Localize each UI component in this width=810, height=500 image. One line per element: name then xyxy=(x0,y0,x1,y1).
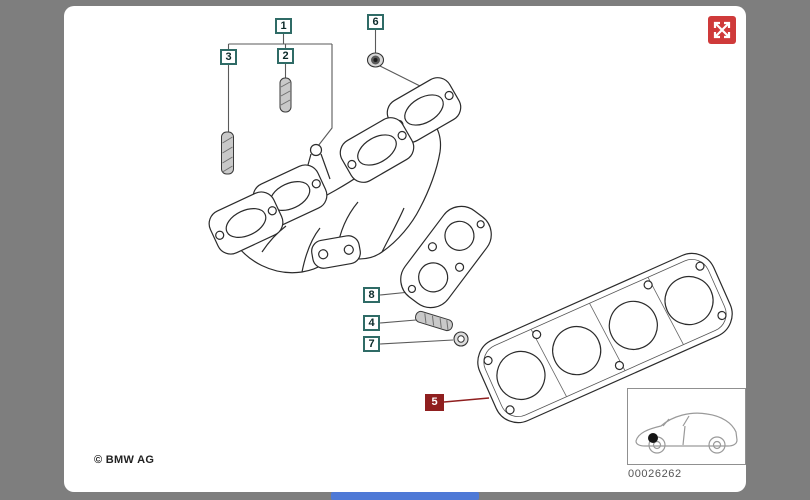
manifold-port-flange xyxy=(386,77,462,143)
callout-7[interactable]: 7 xyxy=(363,336,380,352)
callout-4[interactable]: 4 xyxy=(363,315,380,331)
callout-2[interactable]: 2 xyxy=(277,48,294,64)
small-gasket-drawing xyxy=(400,205,492,309)
callout-8[interactable]: 8 xyxy=(363,287,380,303)
manifold-port-flange xyxy=(208,191,284,255)
expand-button[interactable] xyxy=(708,16,736,44)
manifold-outlet-flange xyxy=(311,235,361,269)
exhaust-gasket-drawing xyxy=(477,252,733,424)
nut-7 xyxy=(453,331,469,347)
stud-4 xyxy=(414,310,454,332)
horizontal-scrollbar-thumb[interactable] xyxy=(331,492,479,500)
callout-5-highlighted[interactable]: 5 xyxy=(425,394,444,411)
exhaust-manifold-drawing xyxy=(208,77,462,274)
copyright-notice: © BMW AG xyxy=(94,454,155,466)
stud-3 xyxy=(221,131,234,175)
diagram-number: 00026262 xyxy=(628,468,682,480)
callout-1[interactable]: 1 xyxy=(275,18,292,34)
vehicle-thumbnail xyxy=(627,388,746,465)
nut-6 xyxy=(366,52,385,68)
expand-arrows-icon xyxy=(713,21,731,39)
manifold-bolt-hole xyxy=(309,143,323,157)
callout-3[interactable]: 3 xyxy=(220,49,237,65)
callout-6[interactable]: 6 xyxy=(367,14,384,30)
vehicle-outline-icon xyxy=(635,412,738,454)
stud-2 xyxy=(279,77,292,113)
manifold-port-flange xyxy=(339,117,415,183)
part-location-dot xyxy=(648,433,658,443)
